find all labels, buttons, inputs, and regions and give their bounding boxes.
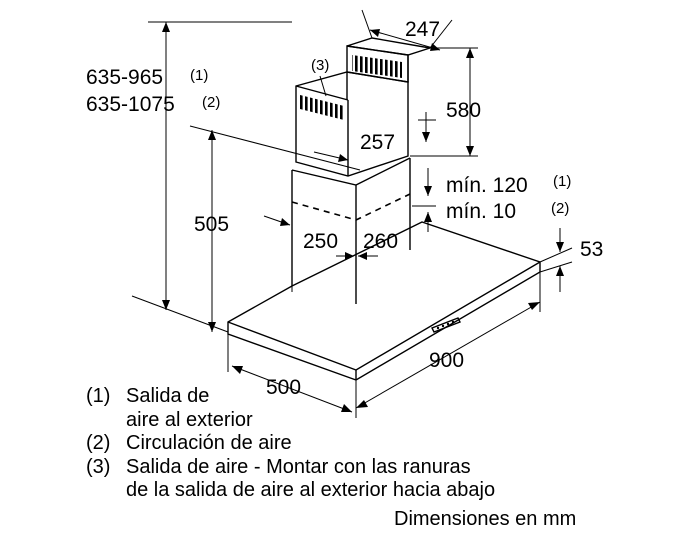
legend: (1) Salida de aire al exterior (2) Circu…	[86, 385, 495, 503]
legend-item-continuation: aire al exterior	[86, 409, 495, 433]
chimney-side-260-label: 260	[363, 230, 398, 253]
min-gap-2-note: (2)	[551, 200, 569, 217]
dim-900-line	[355, 272, 541, 418]
chimney-upper-height-label: 580	[446, 99, 481, 122]
dim-500-line	[227, 334, 353, 413]
upper-chimney	[295, 37, 431, 177]
dim-note3-leader	[319, 75, 327, 97]
vent-slots-top	[352, 55, 402, 78]
vent-slots-front	[300, 95, 344, 120]
chimney-width-label: 247	[405, 18, 440, 41]
dim-257-arrow	[313, 112, 436, 162]
chimney-side-250-label: 250	[303, 230, 338, 253]
legend-number: (2)	[86, 432, 111, 454]
legend-number: (1)	[86, 385, 111, 407]
hood-width-label: 900	[429, 349, 464, 372]
dim-250-260-arrows	[263, 215, 378, 260]
hood-canopy	[227, 221, 541, 381]
legend-text: aire al exterior	[126, 408, 253, 431]
dim-505-line	[189, 125, 361, 332]
lower-chimney	[291, 157, 411, 304]
legend-item: (2) Circulación de aire	[86, 432, 495, 456]
legend-text: de la salida de aire al exterior hacia a…	[126, 479, 496, 501]
height-range-1-label: 635-965	[86, 66, 163, 89]
chimney-lower-depth-label: 257	[360, 131, 395, 154]
legend-text: Circulación de aire	[126, 432, 292, 454]
telescopic-overlap-line	[291, 193, 411, 221]
dim-580-line	[410, 47, 478, 157]
canopy-thickness-label: 53	[580, 238, 603, 261]
vent-note-3-label: (3)	[311, 57, 329, 74]
legend-text: Salida de	[126, 385, 210, 407]
dim-247-line	[361, 9, 453, 51]
legend-text: Salida de aire - Montar con las ranuras	[126, 455, 471, 478]
control-panel	[431, 317, 461, 333]
legend-item: (3) Salida de aire - Montar con las ranu…	[86, 456, 495, 480]
chimney-lower-height-label: 505	[194, 213, 229, 236]
dim-total-height-line	[131, 21, 292, 333]
legend-item-continuation: de la salida de aire al exterior hacia a…	[86, 479, 495, 503]
height-range-1-note: (1)	[190, 67, 208, 84]
min-gap-1-note: (1)	[553, 173, 571, 190]
legend-item: (1) Salida de	[86, 385, 495, 409]
dim-min-gap-arrows	[412, 168, 436, 232]
hood-depth-label: 500	[266, 376, 301, 399]
units-note: Dimensiones en mm	[394, 508, 577, 530]
height-range-2-label: 635-1075	[86, 93, 175, 116]
min-gap-2-label: mín. 10	[446, 200, 516, 223]
legend-number: (3)	[86, 455, 111, 478]
dim-53-line	[539, 228, 573, 292]
min-gap-1-label: mín. 120	[446, 174, 528, 197]
height-range-2-note: (2)	[202, 94, 220, 111]
